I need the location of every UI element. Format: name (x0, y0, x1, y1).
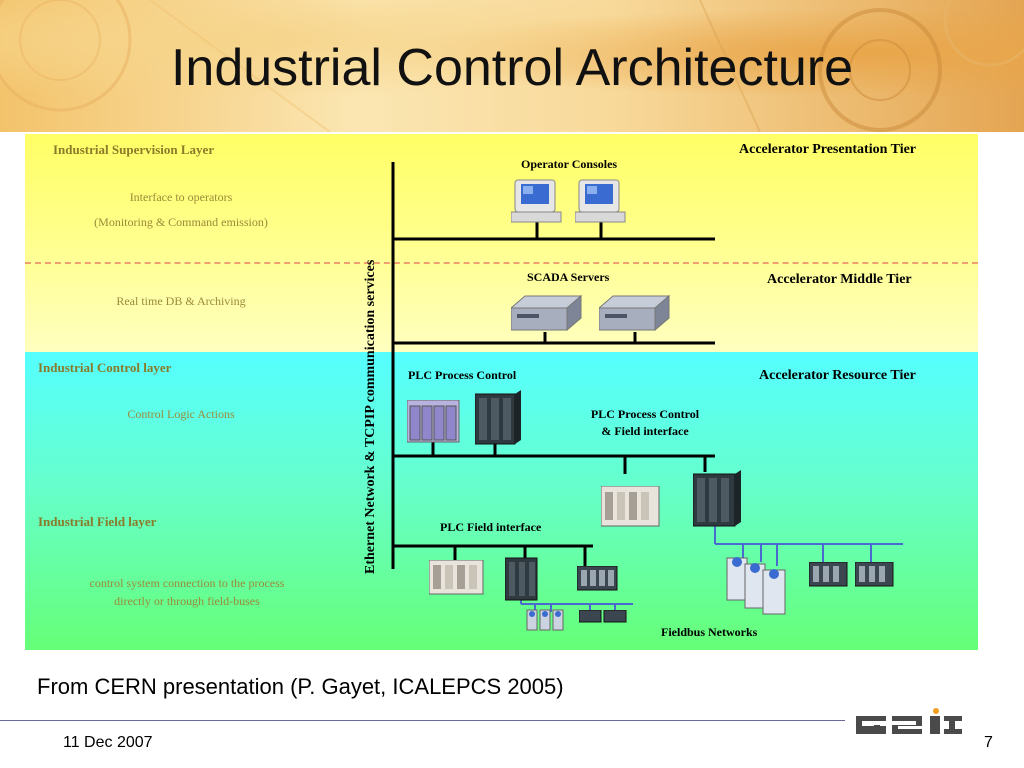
source-caption: From CERN presentation (P. Gayet, ICALEP… (37, 674, 564, 699)
gsi-logo (856, 708, 962, 734)
control-layer-label: Industrial Control layer (38, 360, 172, 375)
middle-tier-label: Accelerator Middle Tier (767, 272, 912, 287)
plc-controller-icon (475, 390, 521, 445)
field-valve-icon (726, 557, 786, 615)
remote-io-icon (579, 610, 627, 623)
fieldbus-networks-label: Fieldbus Networks (661, 625, 758, 639)
title-banner: Industrial Control Architecture (0, 0, 1024, 132)
plc-process-control-label: PLC Process Control (408, 368, 517, 382)
control-logic-label: Control Logic Actions (127, 407, 235, 421)
tier-divider (25, 262, 978, 264)
scada-server-icon (511, 294, 583, 332)
field-connection-line1: control system connection to the process (89, 576, 285, 590)
presentation-tier-label: Accelerator Presentation Tier (739, 142, 917, 157)
resource-tier-label: Accelerator Resource Tier (759, 368, 916, 383)
slide-title: Industrial Control Architecture (170, 39, 854, 97)
remote-io-icon (577, 566, 618, 591)
remote-io-icon (855, 562, 894, 587)
footer-date: 11 Dec 2007 (63, 734, 153, 751)
interface-operators-label: Interface to operators (129, 190, 233, 204)
operator-consoles-label: Operator Consoles (521, 157, 618, 171)
plc-io-module-icon (429, 560, 484, 595)
network-lines (391, 162, 903, 612)
supervision-zone (25, 134, 978, 352)
banner-decoration (0, 0, 1024, 132)
plc-controller-icon (505, 557, 538, 601)
scada-server-icon (599, 294, 671, 332)
plc-io-module-icon (601, 486, 660, 527)
realtime-db-label: Real time DB & Archiving (116, 294, 246, 308)
plc-controller-icon (693, 470, 741, 527)
field-connection-line2: directly or through field-buses (114, 594, 260, 608)
scada-servers-label: SCADA Servers (527, 270, 610, 284)
ethernet-network-label: Ethernet Network & TCPIP communication s… (363, 259, 378, 574)
architecture-diagram: Industrial Supervision Layer Interface t… (25, 134, 978, 650)
footer-divider (0, 720, 845, 721)
remote-io-icon (809, 562, 848, 587)
field-instrument-icon (526, 609, 564, 631)
monitoring-command-label: (Monitoring & Command emission) (94, 215, 268, 229)
plc-process-field-label-line2: & Field interface (601, 424, 689, 438)
field-layer-label: Industrial Field layer (38, 514, 157, 529)
plc-field-interface-label: PLC Field interface (440, 520, 542, 534)
plc-rack-icon (407, 400, 460, 443)
plc-process-field-label-line1: PLC Process Control (590, 407, 700, 421)
operator-console-icon (575, 179, 626, 223)
supervision-layer-label: Industrial Supervision Layer (53, 142, 215, 157)
operator-console-icon (511, 179, 562, 223)
page-number: 7 (984, 734, 993, 751)
